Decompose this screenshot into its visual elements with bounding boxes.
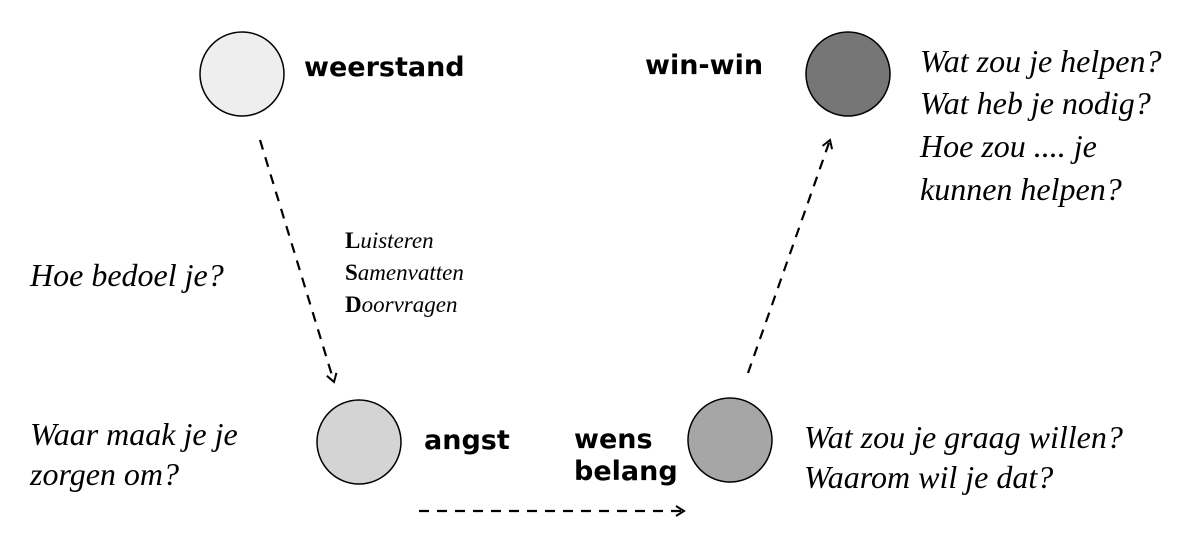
lsd-doorvragen: Doorvragen — [345, 292, 458, 317]
question-wens-line2: Waarom wil je dat? — [804, 459, 1054, 495]
lsd-luisteren: Luisteren — [345, 228, 434, 253]
node-weerstand-circle — [199, 31, 285, 117]
node-angst-circle — [316, 399, 402, 485]
question-winwin-line4: kunnen helpen? — [920, 171, 1122, 207]
question-waar-maak-line1: Waar maak je je — [30, 416, 238, 452]
question-winwin-line2: Wat heb je nodig? — [920, 85, 1151, 121]
arrow-weerstand-to-angst — [258, 139, 338, 384]
node-win-win-circle — [805, 31, 891, 117]
lsd-samenvatten: Samenvatten — [345, 260, 464, 285]
question-wens-line1: Wat zou je graag willen? — [804, 419, 1123, 455]
question-winwin-line3: Hoe zou .... je — [920, 128, 1097, 164]
arrow-wens-to-winwin — [746, 138, 834, 374]
question-winwin-line1: Wat zou je helpen? — [920, 43, 1162, 79]
node-label-angst: angst — [424, 425, 510, 456]
node-label-win-win: win-win — [645, 50, 764, 81]
node-label-wens: wens — [574, 424, 653, 455]
node-label-belang: belang — [574, 456, 678, 487]
question-waar-maak-line2: zorgen om? — [30, 456, 180, 492]
question-hoe-bedoel: Hoe bedoel je? — [30, 257, 224, 293]
node-label-weerstand: weerstand — [304, 52, 465, 83]
node-wens-belang-circle — [687, 397, 773, 483]
